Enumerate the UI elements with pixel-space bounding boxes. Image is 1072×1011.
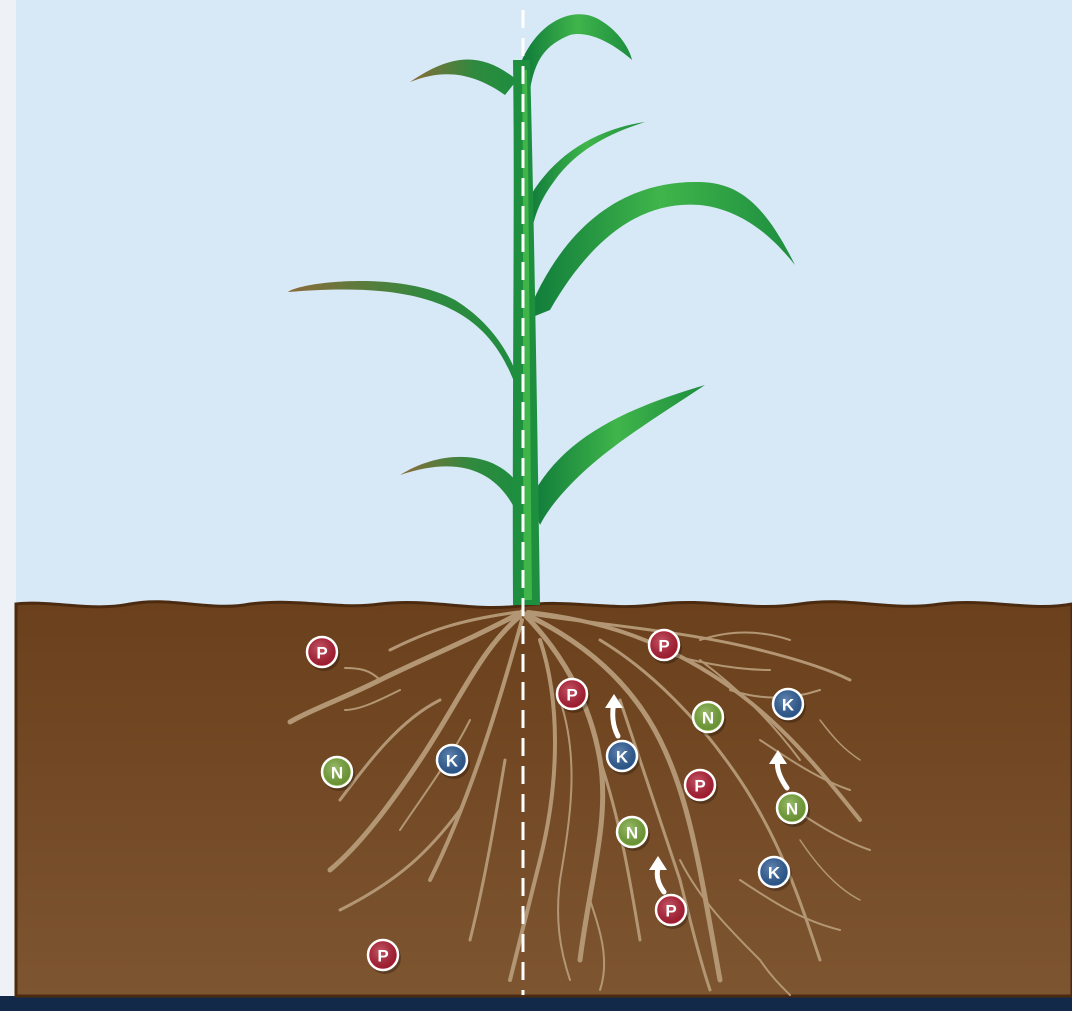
nutrient-symbol: K	[446, 752, 459, 771]
nutrient-symbol: P	[658, 637, 669, 656]
nutrient-symbol: N	[702, 709, 714, 728]
frame-bottom-band	[0, 996, 1072, 1011]
nutrient-symbol: N	[331, 764, 343, 783]
frame-left-panel	[0, 0, 16, 1011]
nutrient-symbol: P	[566, 686, 577, 705]
nutrient-symbol: P	[694, 777, 705, 796]
nutrient-symbol: K	[768, 864, 781, 883]
nutrient-symbol: P	[377, 947, 388, 966]
nutrient-symbol: N	[626, 824, 638, 843]
nutrient-symbol: K	[782, 696, 795, 715]
nutrient-symbol: N	[786, 800, 798, 819]
nutrient-symbol: K	[616, 748, 629, 767]
nutrient-symbol: P	[665, 902, 676, 921]
nutrient-symbol: P	[316, 644, 327, 663]
